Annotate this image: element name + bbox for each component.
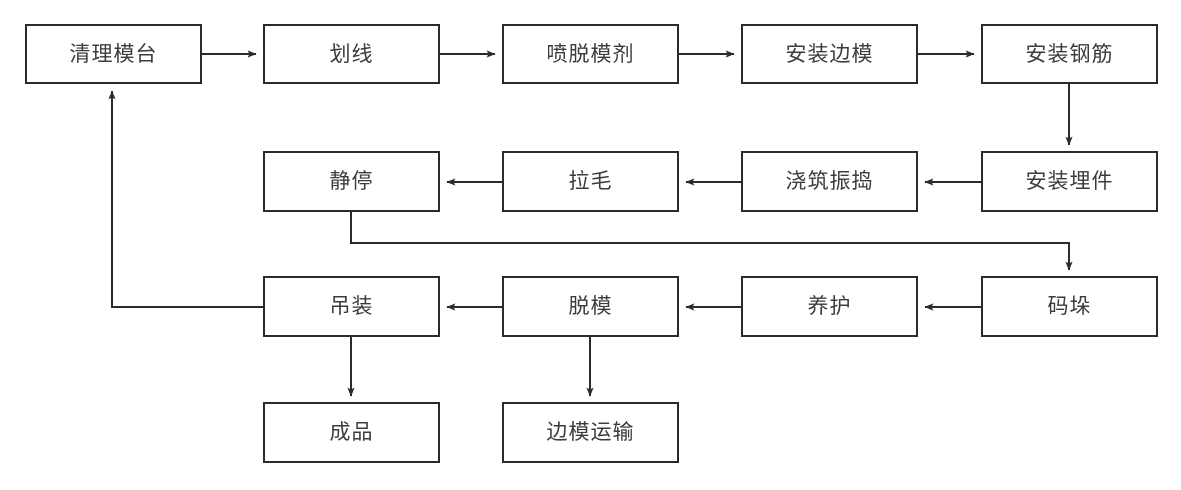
- node-label: 安装边模: [785, 41, 874, 66]
- node-install-side-mold[interactable]: 安装边模: [741, 24, 918, 84]
- node-label: 吊装: [329, 294, 374, 318]
- node-marking[interactable]: 划线: [263, 24, 440, 84]
- node-label: 喷脱模剂: [546, 41, 635, 66]
- node-label: 成品: [329, 420, 374, 444]
- node-install-embedded-parts[interactable]: 安装埋件: [981, 151, 1158, 212]
- node-demolding[interactable]: 脱模: [502, 276, 679, 337]
- node-label: 安装埋件: [1025, 169, 1114, 193]
- node-label: 浇筑振捣: [785, 169, 874, 193]
- node-label: 划线: [329, 41, 374, 66]
- edge-hoist-feedback-to-clean: [108, 90, 263, 308]
- node-hoisting[interactable]: 吊装: [263, 276, 440, 337]
- node-label: 安装钢筋: [1025, 41, 1114, 66]
- node-label: 养护: [807, 294, 852, 318]
- node-pour-and-vibrate[interactable]: 浇筑振捣: [741, 151, 918, 212]
- node-install-rebar[interactable]: 安装钢筋: [981, 24, 1158, 84]
- node-rest[interactable]: 静停: [263, 151, 440, 212]
- node-stacking[interactable]: 码垛: [981, 276, 1158, 337]
- node-label: 清理模台: [69, 41, 158, 66]
- node-finished-product[interactable]: 成品: [263, 402, 440, 463]
- node-label: 码垛: [1047, 294, 1092, 318]
- edge-rest-to-stack: [350, 212, 1073, 271]
- node-side-mold-transport[interactable]: 边模运输: [502, 402, 679, 463]
- node-curing[interactable]: 养护: [741, 276, 918, 337]
- node-label: 边模运输: [546, 420, 635, 444]
- node-label: 脱模: [568, 294, 613, 318]
- node-roughening[interactable]: 拉毛: [502, 151, 679, 212]
- node-clean-mold-table[interactable]: 清理模台: [25, 24, 202, 84]
- node-label: 静停: [329, 169, 374, 193]
- node-spray-release-agent[interactable]: 喷脱模剂: [502, 24, 679, 84]
- node-label: 拉毛: [568, 169, 613, 193]
